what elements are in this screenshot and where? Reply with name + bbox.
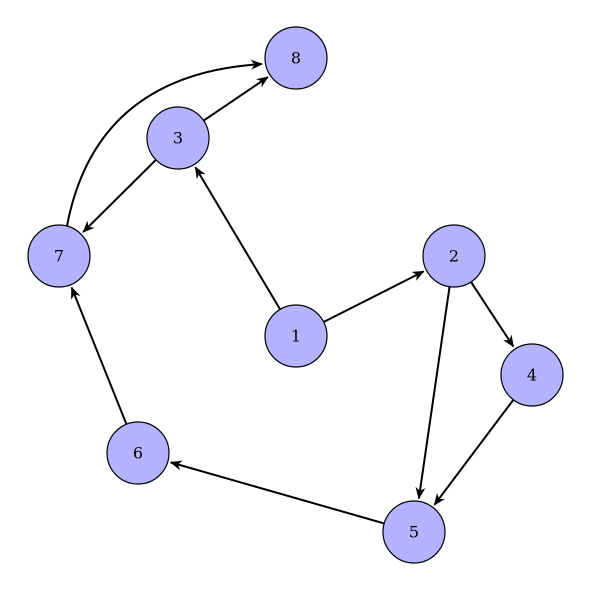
nodes-layer: 1 2 3 4 5 6 7 8 [27, 26, 564, 564]
node-3: 3 [146, 106, 210, 170]
edge-3-to-7 [82, 159, 157, 233]
edge-3-to-8 [203, 76, 269, 122]
node-2-label: 2 [449, 247, 459, 266]
node-2-circle [422, 224, 486, 288]
node-7: 7 [27, 224, 91, 288]
edge-2-to-4 [470, 281, 515, 348]
edge-7-to-8 [66, 59, 263, 227]
edge-1-to-2 [323, 270, 425, 323]
node-2: 2 [422, 224, 486, 288]
node-1-label: 1 [291, 327, 301, 346]
edge-4-to-5 [433, 399, 515, 506]
node-1: 1 [264, 304, 328, 368]
node-6-circle [106, 421, 170, 485]
node-4-circle [500, 343, 564, 407]
edge-1-to-3 [194, 166, 281, 310]
node-3-label: 3 [173, 129, 183, 148]
edge-6-to-7 [70, 286, 128, 425]
node-7-circle [27, 224, 91, 288]
node-8: 8 [264, 26, 328, 90]
node-5-circle [382, 500, 446, 564]
edges-layer [66, 59, 515, 525]
node-1-circle [264, 304, 328, 368]
node-6-label: 6 [133, 444, 143, 463]
node-3-circle [146, 106, 210, 170]
node-8-circle [264, 26, 328, 90]
node-4: 4 [500, 343, 564, 407]
node-7-label: 7 [54, 247, 64, 266]
edge-2-to-5 [415, 286, 451, 500]
node-8-label: 8 [291, 49, 301, 68]
node-5-label: 5 [409, 523, 419, 542]
node-4-label: 4 [527, 366, 537, 385]
edge-5-to-6 [169, 460, 385, 525]
node-6: 6 [106, 421, 170, 485]
node-5: 5 [382, 500, 446, 564]
